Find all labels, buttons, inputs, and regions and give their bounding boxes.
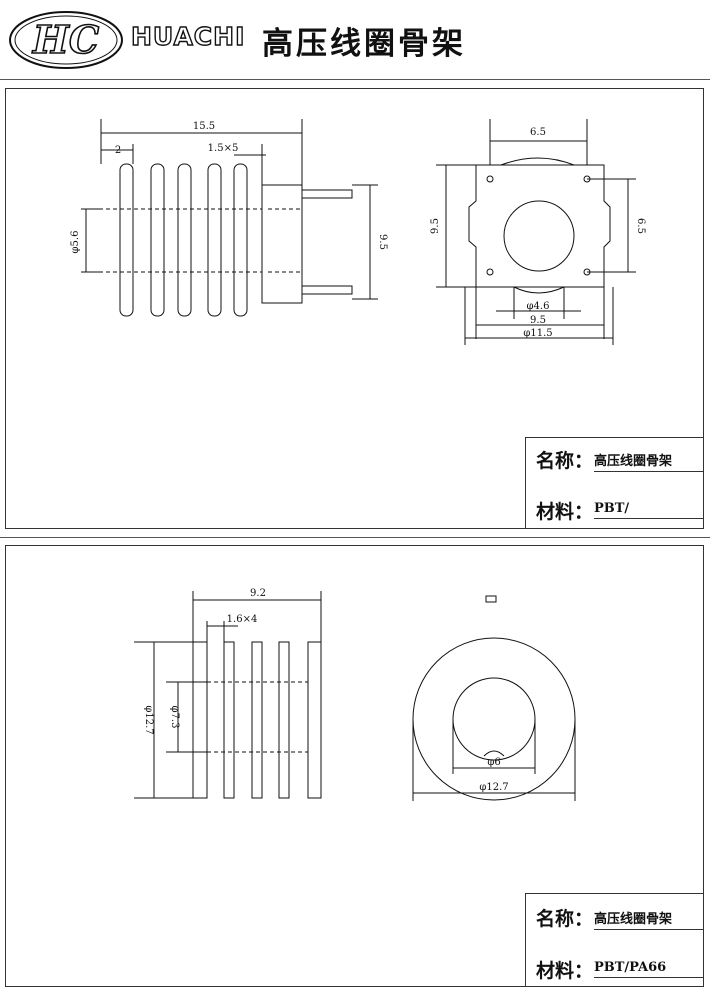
- logo-text: HC: [32, 17, 99, 62]
- material-label: 材料：: [536, 501, 594, 523]
- header: HC HUACHI 高压线圈骨架: [0, 0, 710, 78]
- dim-hole-dia: φ4.6: [527, 301, 550, 312]
- hc-logo-icon: HC: [9, 11, 123, 69]
- header-divider: [0, 79, 710, 80]
- drawing-panel-2: 9.2 1.6×4 φ12.7 φ7.3 φ6 φ12.7 名称： 高压线圈骨架…: [5, 545, 704, 987]
- brand-name: HUACHI: [130, 21, 246, 51]
- dim-top-width: 6.5: [530, 127, 546, 138]
- dim-length: 15.5: [193, 121, 215, 132]
- dim-pin-spacing: 6.5: [635, 218, 646, 234]
- dim-length: 9.2: [250, 588, 266, 599]
- dim-hole-dia: φ6: [487, 757, 500, 768]
- dim-slots: 1.6×4: [227, 614, 258, 625]
- dim-slots: 1.5×5: [208, 143, 239, 154]
- dim-core-dia: φ5.6: [70, 231, 81, 254]
- material-value: PBT/PA66: [594, 960, 704, 978]
- dim-base-width: 9.5: [530, 315, 546, 326]
- dim-flange-offset: 2: [115, 145, 121, 156]
- name-label: 名称：: [536, 450, 594, 472]
- info-box-1: 名称： 高压线圈骨架 材料： PBT/: [525, 437, 704, 528]
- dim-outer-dia: φ11.5: [523, 328, 552, 339]
- dim-core-dia: φ7.3: [169, 706, 180, 729]
- name-value: 高压线圈骨架: [594, 450, 704, 472]
- drawing-panel-1: 15.5 2 1.5×5 φ5.6 9.5 6.5 9.5 6.5 φ4.6 9…: [5, 88, 704, 529]
- page-title: 高压线圈骨架: [262, 26, 466, 62]
- dim-front-outer-dia: φ12.7: [479, 782, 508, 793]
- technical-drawing-1: 15.5 2 1.5×5 φ5.6 9.5 6.5 9.5 6.5 φ4.6 9…: [70, 119, 646, 345]
- dim-height: 9.5: [377, 234, 388, 250]
- name-label: 名称：: [536, 908, 594, 930]
- material-value: PBT/: [594, 501, 704, 519]
- dim-outer-dia: φ12.7: [143, 705, 154, 734]
- info-box-2: 名称： 高压线圈骨架 材料： PBT/PA66: [525, 893, 704, 986]
- dim-side-height: 9.5: [430, 218, 441, 234]
- technical-drawing-2: 9.2 1.6×4 φ12.7 φ7.3 φ6 φ12.7: [134, 588, 576, 801]
- material-label: 材料：: [536, 960, 594, 982]
- section-divider: [0, 537, 710, 538]
- name-value: 高压线圈骨架: [594, 908, 704, 930]
